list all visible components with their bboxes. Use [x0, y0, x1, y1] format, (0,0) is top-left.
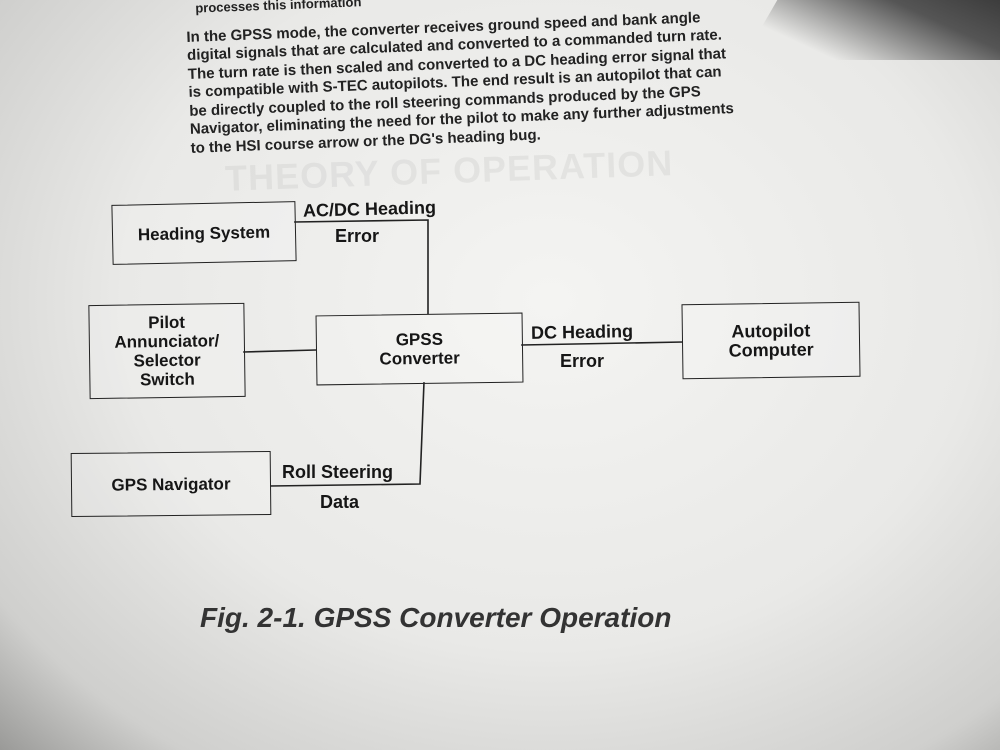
pilot-annunciator-label: Pilot Annunciator/ Selector Switch	[114, 312, 220, 390]
roll-steering-label: Roll Steering	[282, 462, 394, 482]
gps-navigator-label: GPS Navigator	[111, 473, 231, 495]
gps-navigator-box: GPS Navigator	[70, 450, 272, 518]
heading-system-box: Heading System	[111, 201, 297, 265]
line-gps-to-converter	[269, 381, 425, 487]
autopilot-computer-box: Autopilot Computer	[681, 301, 861, 380]
ac-dc-heading-label: AC/DC Heading	[302, 197, 437, 221]
figure-caption: Fig. 2-1. GPSS Converter Operation	[200, 602, 672, 633]
data-label: Data	[320, 492, 360, 512]
pilot-annunciator-box: Pilot Annunciator/ Selector Switch	[88, 302, 246, 400]
dc-heading-label: DC Heading	[530, 321, 634, 343]
line-pilot-to-converter	[242, 349, 317, 353]
line-heading-to-converter	[293, 219, 429, 314]
gpss-converter-box: GPSS Converter	[315, 312, 524, 386]
line-converter-to-autopilot	[520, 341, 684, 346]
gpss-converter-label: GPSS Converter	[379, 329, 460, 369]
autopilot-computer-label: Autopilot Computer	[728, 319, 814, 361]
heading-system-label: Heading System	[137, 222, 271, 244]
error-label-right: Error	[560, 351, 605, 371]
error-label-top: Error	[335, 226, 380, 246]
